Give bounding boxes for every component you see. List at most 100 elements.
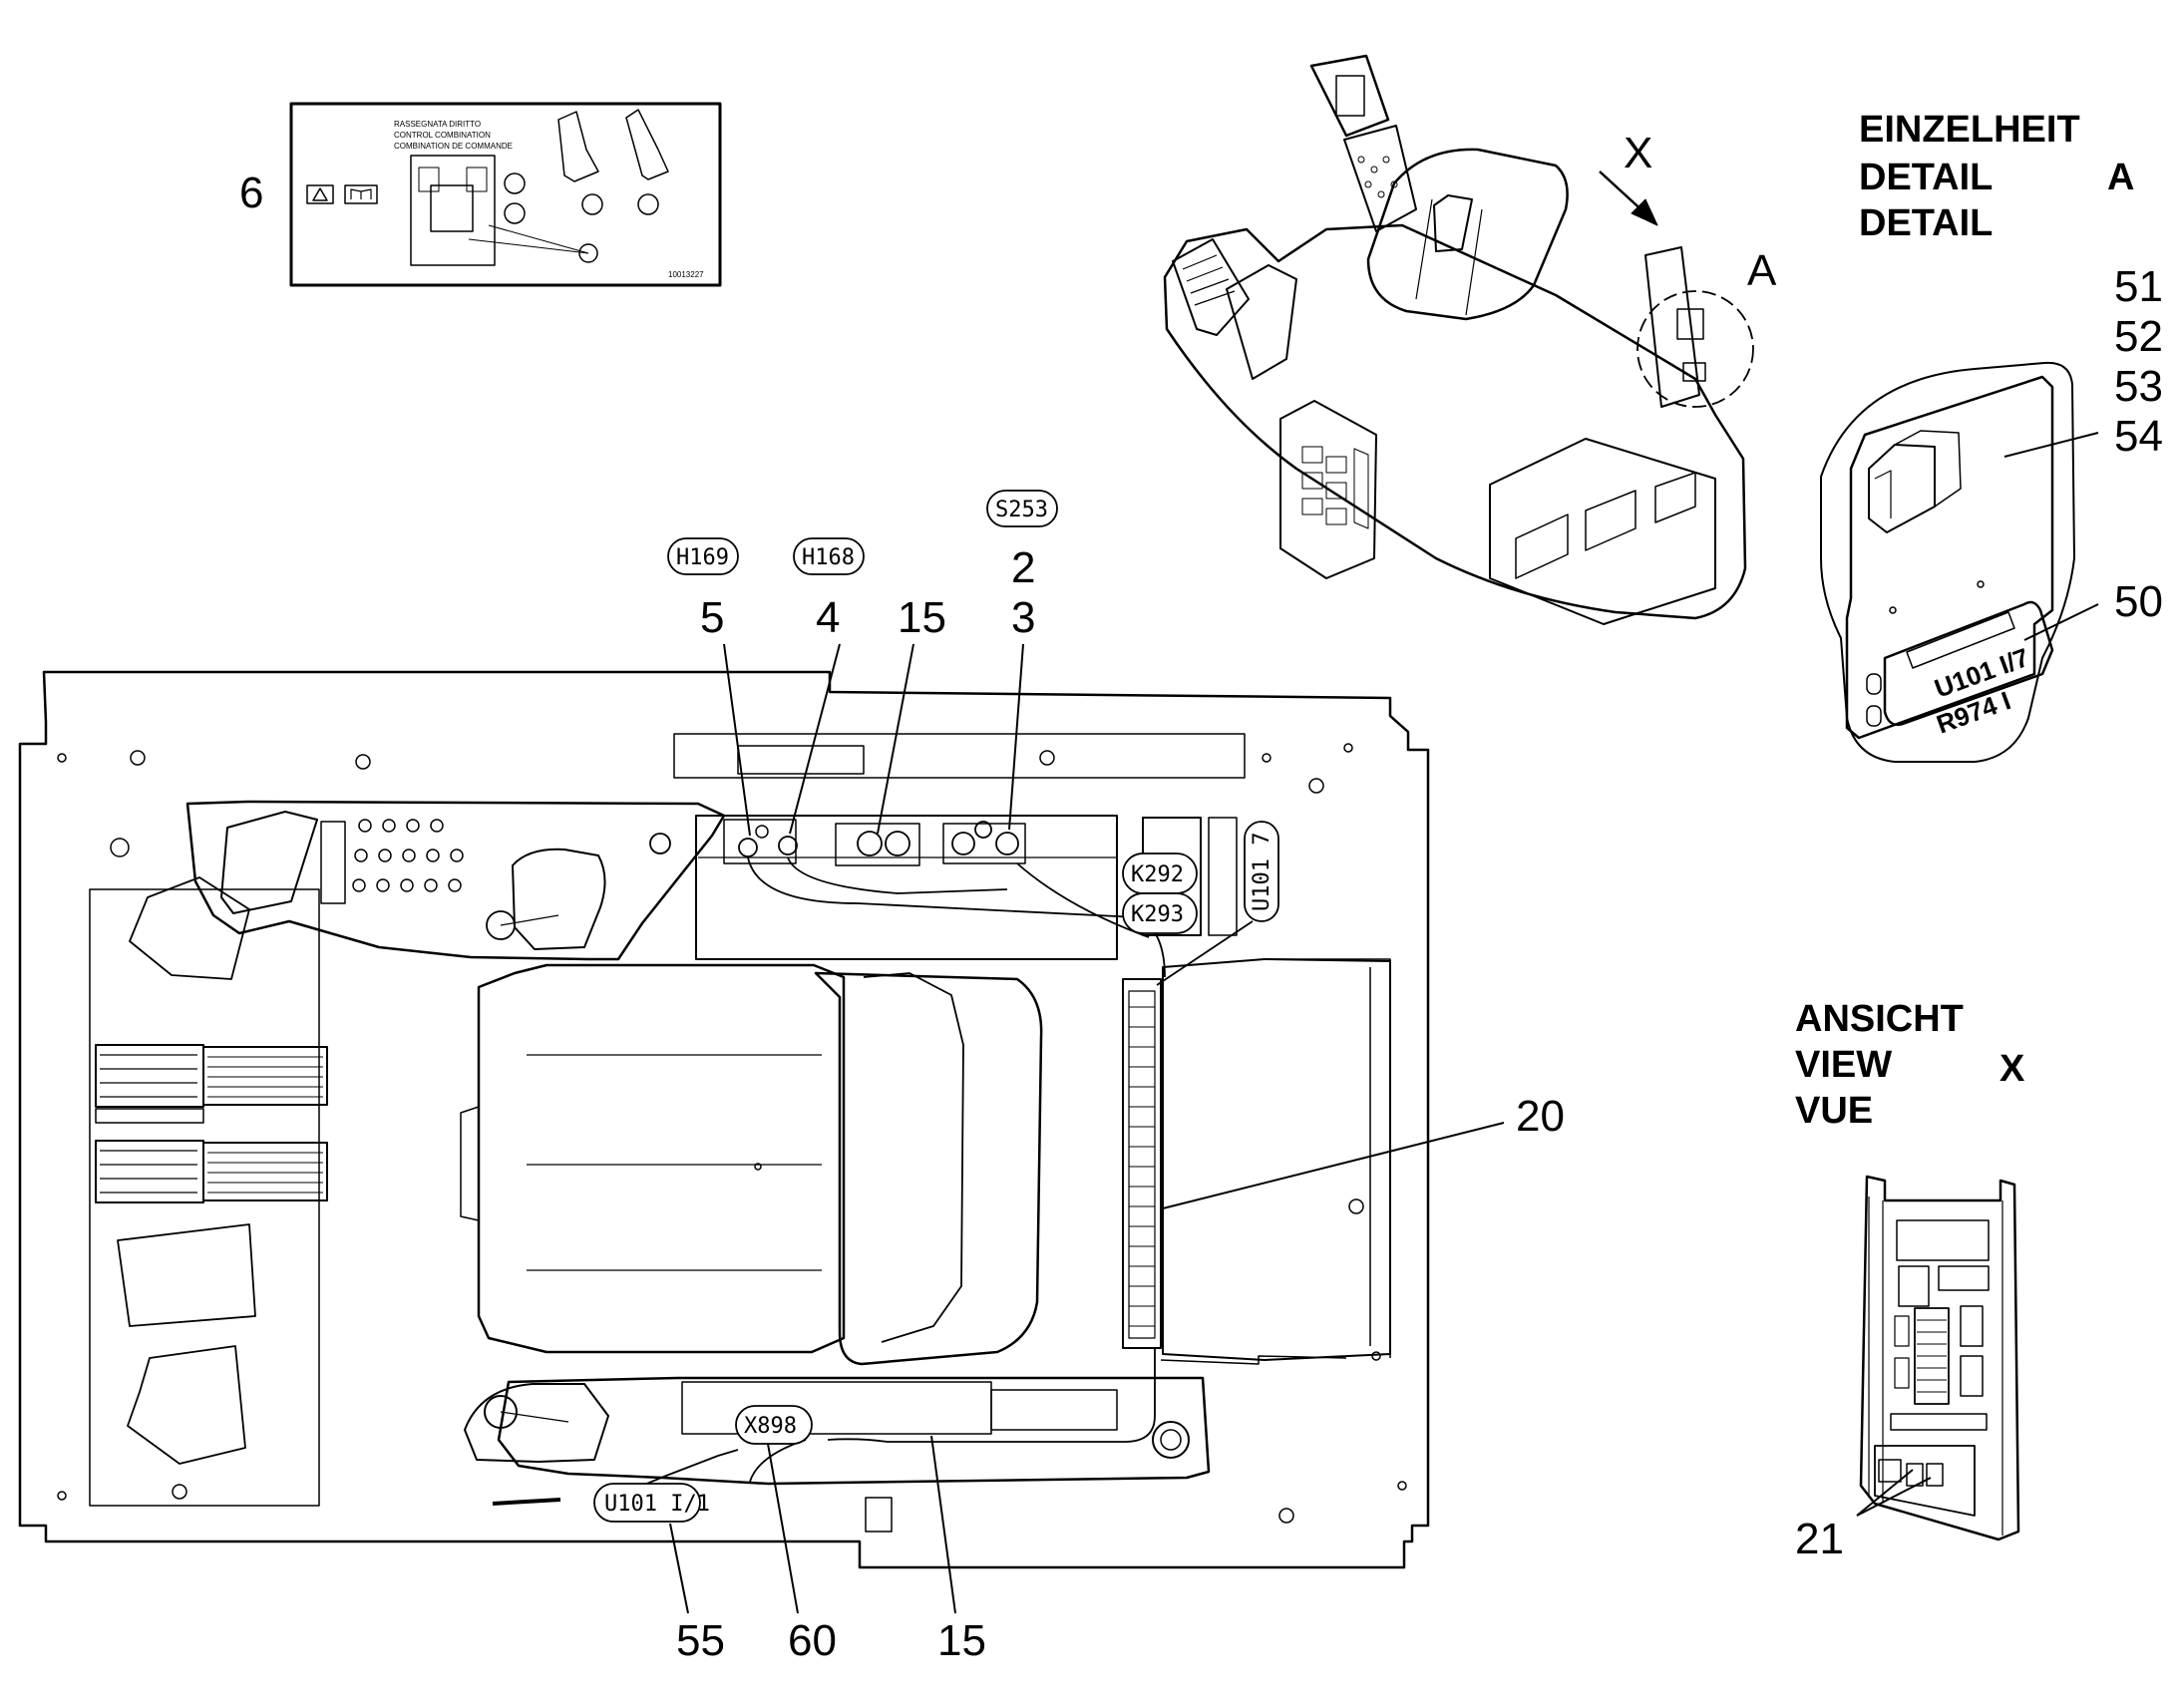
callout-4: 4: [816, 593, 840, 642]
joystick: [1433, 194, 1473, 252]
keypad-console: [1343, 125, 1417, 232]
left-floor-frame: [89, 888, 320, 1507]
unit-15-top: [857, 831, 883, 856]
callout-3: 3: [1011, 593, 1035, 642]
tag-k293-text: K293: [1131, 902, 1184, 927]
tag-u101-7: [1244, 821, 1279, 922]
callout-60: 60: [788, 1616, 837, 1665]
callout-15-top: 15: [898, 593, 946, 642]
main-switch-icon: [578, 243, 598, 263]
callout-55: 55: [676, 1616, 725, 1665]
detail-a-plate: [1845, 375, 2054, 740]
left-control-console: [185, 800, 726, 961]
excavator-icon: [625, 109, 669, 180]
callout-53: 53: [2114, 362, 2163, 411]
cab-floor-icon: [410, 155, 496, 266]
switch-s253: [974, 821, 992, 839]
plate-line-3: COMBINATION DE COMMANDE: [394, 142, 513, 151]
right-side-panel: [1644, 246, 1700, 408]
console-switches: [352, 819, 464, 892]
leader-21b: [1856, 1477, 1932, 1517]
excavator-icon: [557, 111, 599, 182]
mounting-holes: [57, 743, 1407, 1524]
left-joystick: [512, 848, 606, 950]
fuse-21: [1926, 1463, 1944, 1487]
terminal-strip-20: [1122, 978, 1162, 1349]
warning-sign-icon: [312, 187, 328, 201]
detail-a-marker: A: [1747, 246, 1777, 295]
rear-compartment: [1489, 438, 1716, 625]
tag-x898-text: X898: [744, 1414, 797, 1439]
tag-k292-text: K292: [1131, 862, 1184, 887]
switch-symbol-icon: [504, 172, 526, 194]
callout-54: 54: [2114, 412, 2163, 461]
right-control-console: [497, 1376, 1211, 1486]
leader-50: [2023, 603, 2099, 641]
upper-console-strip: [695, 815, 1118, 960]
cable-harness: [747, 856, 1166, 978]
warning-triangle-icon: [306, 184, 334, 204]
leader-15-bottom: [930, 1435, 956, 1614]
callout-51: 51: [2114, 262, 2163, 311]
leader-15-top: [877, 643, 914, 835]
view-letter-x: X: [1999, 1048, 2025, 1090]
floor-cover: [117, 1223, 256, 1327]
detail-a-panel: EINZELHEIT DETAIL DETAIL A 51 52 53 54 5…: [1820, 109, 2163, 763]
pedals: [1172, 238, 1250, 336]
tag-s253-text: S253: [995, 498, 1048, 522]
footrest-plate: [129, 876, 250, 980]
leader-54: [2003, 432, 2099, 458]
cab-plan-view: H169 H168 S253 5 4 15 2 3 K292 K293 U101…: [18, 490, 1565, 1665]
leader-60: [767, 1443, 799, 1614]
detail-letter-a: A: [2107, 157, 2134, 198]
cab-isometric-view: X A: [1163, 54, 1777, 625]
callout-21: 21: [1795, 1515, 1844, 1563]
callout-52: 52: [2114, 312, 2163, 361]
leader-u101-7: [1156, 920, 1254, 986]
plate-code: 10013227: [668, 270, 704, 279]
lamp-h169: [738, 838, 758, 857]
view-heading-en: VIEW: [1795, 1044, 1892, 1086]
rotary-knob: [1152, 1421, 1190, 1459]
control-cabinet: [1279, 400, 1377, 579]
plate-line-1: RASSEGNATA DIRITTO: [394, 120, 481, 129]
tag-h169-text: H169: [676, 545, 729, 570]
label-plate-border: [289, 102, 722, 287]
view-heading-de: ANSICHT: [1795, 998, 1964, 1040]
tag-k293: [1122, 892, 1198, 934]
tag-u101-7-text: U101 7: [1250, 833, 1274, 911]
leader-4: [789, 643, 841, 835]
tag-s253: [986, 490, 1058, 527]
callout-50: 50: [2114, 577, 2163, 626]
seat-handle: [460, 1106, 480, 1221]
tag-h168: [793, 537, 865, 575]
callout-20: 20: [1516, 1092, 1565, 1141]
detail-a-circle: [1636, 290, 1754, 408]
detail-heading-fr: DETAIL: [1859, 202, 1993, 244]
tag-h168-text: H168: [802, 545, 855, 570]
floor-plate-outline: [18, 670, 1430, 1569]
fuse-21: [1878, 1459, 1902, 1483]
view-x-marker: X: [1624, 129, 1652, 177]
switch-symbol-icon: [504, 202, 526, 224]
view-heading-fr: VUE: [1795, 1090, 1873, 1132]
operator-seat: [1366, 148, 1569, 321]
plate-line-2: CONTROL COMBINATION: [394, 131, 491, 140]
switch-symbol-icon: [581, 193, 603, 215]
tag-u101-i1: [593, 1483, 701, 1523]
control-module-50: [1883, 600, 2054, 726]
operator-seat-cushion: [477, 963, 846, 1354]
operator-seat-backrest: [814, 971, 1043, 1366]
tag-u101-i1-text: U101 I/1: [604, 1492, 710, 1517]
relay-block-51: [1868, 444, 1936, 533]
monitor-display: [1309, 54, 1390, 138]
leader-5: [723, 643, 751, 837]
right-joystick: [464, 1383, 609, 1463]
callout-15-bottom: 15: [937, 1616, 986, 1665]
callout-2: 2: [1011, 543, 1035, 592]
manual-book-icon: [344, 184, 378, 204]
callout-5: 5: [700, 593, 724, 642]
electronics-rack: [1859, 1175, 2020, 1541]
